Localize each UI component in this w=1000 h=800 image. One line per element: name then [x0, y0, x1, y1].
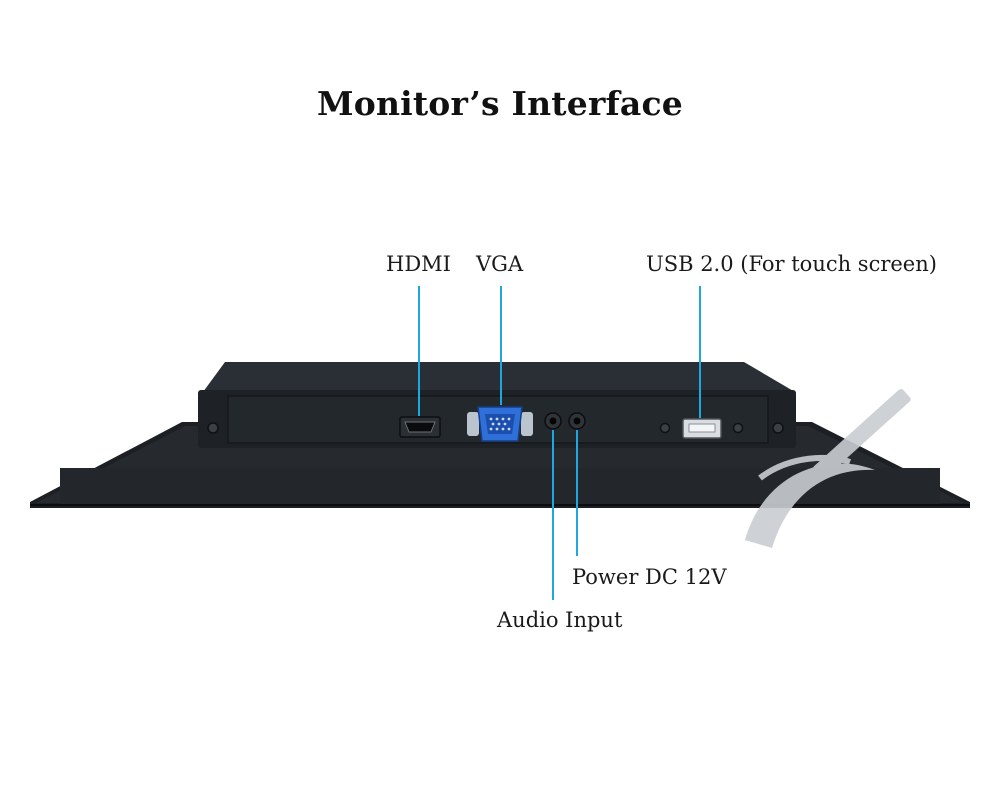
- power-label: Power DC 12V: [572, 565, 727, 589]
- vga-port-icon: [467, 406, 533, 442]
- monitor-body-top: [203, 362, 795, 392]
- vga-label: VGA: [476, 252, 524, 276]
- audio-jack-icon: [544, 412, 562, 430]
- usb-port-icon: [682, 418, 722, 439]
- power-jack-icon: [568, 412, 586, 430]
- hdmi-port-icon: [399, 416, 441, 438]
- usb-label: USB 2.0 (For touch screen): [646, 252, 937, 276]
- leader-lines: [418, 286, 701, 600]
- hdmi-label: HDMI: [386, 252, 451, 276]
- screw-icon: [207, 422, 784, 434]
- page-title: Monitor’s Interface: [317, 84, 683, 123]
- brand-watermark-logo: [745, 388, 911, 548]
- audio-label: Audio Input: [497, 608, 623, 632]
